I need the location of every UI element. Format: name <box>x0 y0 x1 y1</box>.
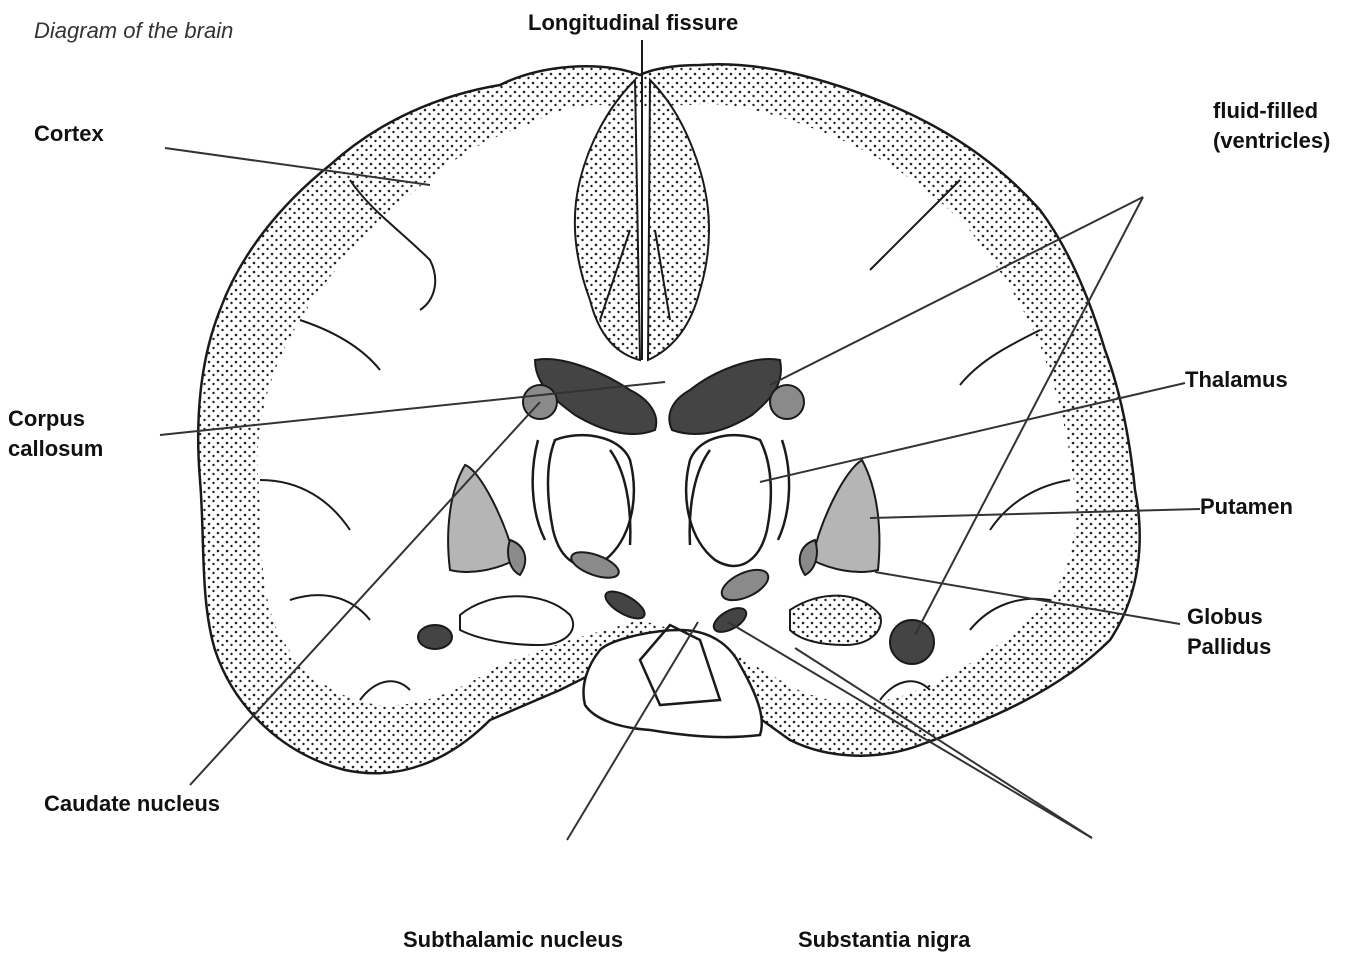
label-caudate: Caudate nucleus <box>44 791 220 817</box>
label-ventricles-2: (ventricles) <box>1213 128 1330 154</box>
label-globus-2: Pallidus <box>1187 634 1271 660</box>
label-thalamus: Thalamus <box>1185 367 1288 393</box>
label-substantia: Substantia nigra <box>798 927 970 953</box>
label-cortex: Cortex <box>34 121 104 147</box>
label-corpus-1: Corpus <box>8 406 85 432</box>
label-putamen: Putamen <box>1200 494 1293 520</box>
label-corpus-2: callosum <box>8 436 103 462</box>
label-subthalamic: Subthalamic nucleus <box>403 927 623 953</box>
label-globus-1: Globus <box>1187 604 1263 630</box>
label-longitudinal-fissure: Longitudinal fissure <box>528 10 738 36</box>
label-ventricles-1: fluid-filled <box>1213 98 1318 124</box>
